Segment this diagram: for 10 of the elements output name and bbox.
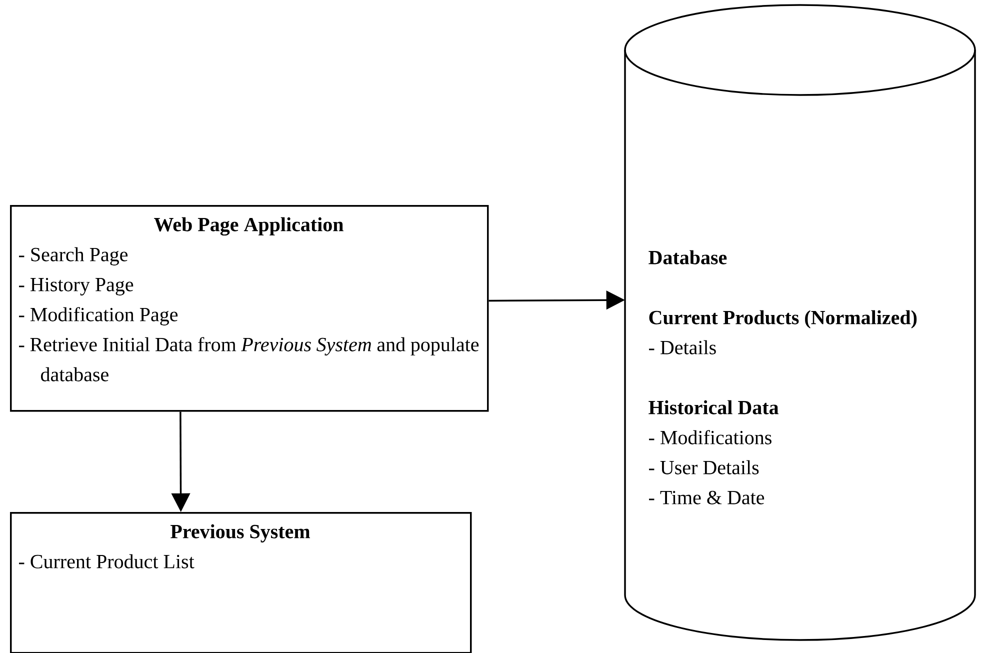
node-label: - Details (649, 340, 716, 354)
node-label: - Modifications (649, 430, 772, 444)
process-box: Previous System - Current Product List (10, 512, 472, 653)
node-label: - Time & Date (649, 490, 764, 504)
node-label: Historical Data (648, 400, 779, 414)
database-cylinder: Database Current Products (Normalized) - Details Historical Data - Modifications - User Details - Time & Date (624, 4, 976, 641)
node-label: Current Products (Normalized) (649, 310, 917, 328)
process-box: Web Page Application - Search Page - History Page - Modification Page - Retrieve Initial Data from Previous System and populate database (10, 205, 489, 412)
node-label: Database (648, 250, 727, 264)
node-label: - User Details (649, 460, 759, 474)
